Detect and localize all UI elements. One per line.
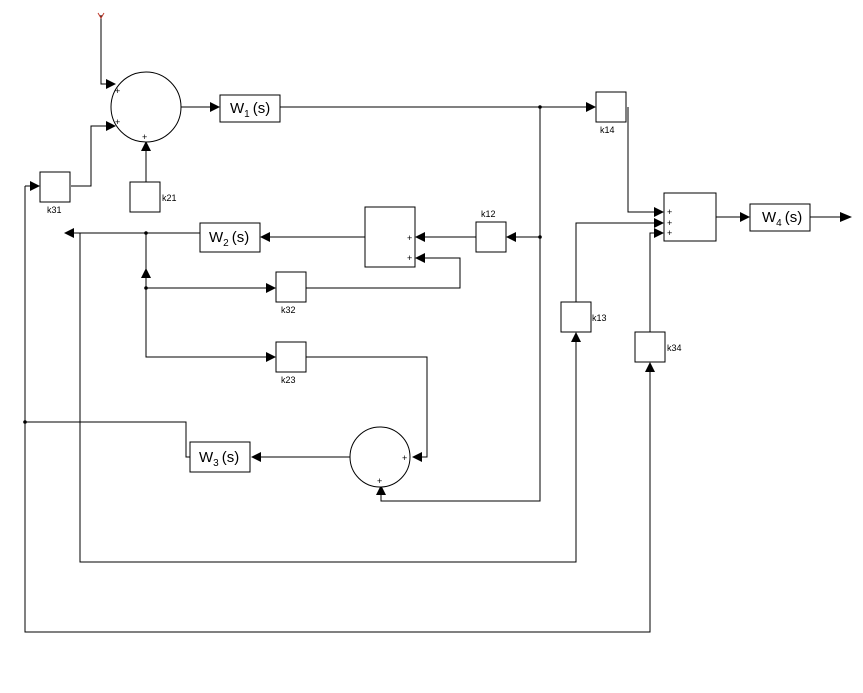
arrow-left-icon <box>506 232 516 242</box>
arrow-right-icon <box>266 283 276 293</box>
block-args: (s) <box>785 209 803 226</box>
block-subscript: 4 <box>776 218 782 229</box>
input-marker-icon <box>97 12 105 19</box>
sign-label: + <box>115 117 120 127</box>
junction-dots <box>23 105 542 424</box>
sign-label: + <box>142 132 147 142</box>
wire-k34-sum4 <box>649 232 658 332</box>
sign-label: + <box>667 218 672 228</box>
wire-input <box>100 15 108 85</box>
wire-w3-out <box>25 421 190 458</box>
junction-dot <box>23 420 27 424</box>
sign-label: + <box>667 207 672 217</box>
arrow-up-icon <box>376 485 386 495</box>
sign-label: + <box>407 233 412 243</box>
arrow-right-icon <box>654 207 664 217</box>
arrow-right-icon <box>654 218 664 228</box>
gain-k12: k12 <box>475 209 507 253</box>
block-name: W <box>762 209 777 226</box>
summing-junction-1: + + + <box>110 71 182 143</box>
summing-junction-2: + + <box>364 206 416 268</box>
block-args: (s) <box>232 229 250 246</box>
block-args: (s) <box>253 100 271 117</box>
sign-label: + <box>667 228 672 238</box>
block-w4: W4(s) <box>749 203 811 232</box>
block-w4-label: W4(s) <box>762 209 802 229</box>
gain-label: k34 <box>667 343 682 353</box>
arrow-right-icon <box>106 121 116 131</box>
summing-junction-3: + + <box>349 426 411 488</box>
gain-k34: k34 <box>634 331 682 363</box>
gain-label: k23 <box>281 375 296 385</box>
arrow-left-icon <box>251 452 261 462</box>
block-name: W <box>230 100 245 117</box>
gain-label: k14 <box>600 125 615 135</box>
block-w2-label: W2(s) <box>209 229 249 249</box>
arrow-right-icon <box>266 352 276 362</box>
gain-k21: k21 <box>129 181 177 213</box>
summing-junction-4: + + + <box>663 192 717 242</box>
block-name: W <box>199 449 214 466</box>
block-w2: W2(s) <box>199 222 261 253</box>
gain-k32: k32 <box>275 271 307 315</box>
arrow-left-icon <box>415 232 425 242</box>
gain-k31: k31 <box>39 171 71 215</box>
junction-dot <box>144 231 148 235</box>
arrow-left-icon <box>412 452 422 462</box>
block-subscript: 3 <box>213 458 219 469</box>
sign-label: + <box>115 86 120 96</box>
arrow-right-icon <box>106 79 116 89</box>
block-w1: W1(s) <box>219 94 281 123</box>
gain-label: k13 <box>592 313 607 323</box>
wire-w1-branch <box>380 107 541 502</box>
block-args: (s) <box>222 449 240 466</box>
gain-k23: k23 <box>275 341 307 385</box>
gain-k13: k13 <box>560 301 607 333</box>
junction-dot <box>144 286 148 290</box>
block-subscript: 2 <box>223 238 229 249</box>
block-subscript: 1 <box>244 109 250 120</box>
arrow-up-icon <box>141 268 151 278</box>
arrow-right-icon <box>654 228 664 238</box>
arrow-right-icon <box>840 212 852 222</box>
arrow-right-icon <box>30 181 40 191</box>
sign-label: + <box>402 453 407 463</box>
gain-label: k31 <box>47 205 62 215</box>
wire-k31-sum1 <box>71 125 110 187</box>
block-w3: W3(s) <box>189 441 251 473</box>
block-name: W <box>209 229 224 246</box>
block-w1-label: W1(s) <box>230 100 270 120</box>
gain-label: k21 <box>162 193 177 203</box>
arrowheads <box>30 79 852 495</box>
arrow-left-icon <box>260 232 270 242</box>
block-w3-label: W3(s) <box>199 449 239 469</box>
arrow-right-icon <box>740 212 750 222</box>
gain-k14: k14 <box>595 91 627 135</box>
wire-k14-sum4 <box>627 107 658 213</box>
gain-label: k12 <box>481 209 496 219</box>
wire-k32-sum2 <box>306 257 461 289</box>
wire-k13-sum4 <box>575 222 658 302</box>
arrow-up-icon <box>571 332 581 342</box>
arrow-up-icon <box>141 141 151 151</box>
junction-dot <box>538 235 542 239</box>
wire-k23-sum3 <box>306 356 428 458</box>
junction-dot <box>538 105 542 109</box>
wire-w3-k31 <box>24 186 651 633</box>
arrow-left-icon <box>415 253 425 263</box>
arrow-right-icon <box>586 102 596 112</box>
arrow-up-icon <box>645 362 655 372</box>
sign-label: + <box>407 253 412 263</box>
arrow-right-icon <box>210 102 220 112</box>
gain-label: k32 <box>281 305 296 315</box>
sign-label: + <box>377 476 382 486</box>
wire-w2-k13 <box>79 233 577 563</box>
arrow-left-icon <box>64 228 74 238</box>
